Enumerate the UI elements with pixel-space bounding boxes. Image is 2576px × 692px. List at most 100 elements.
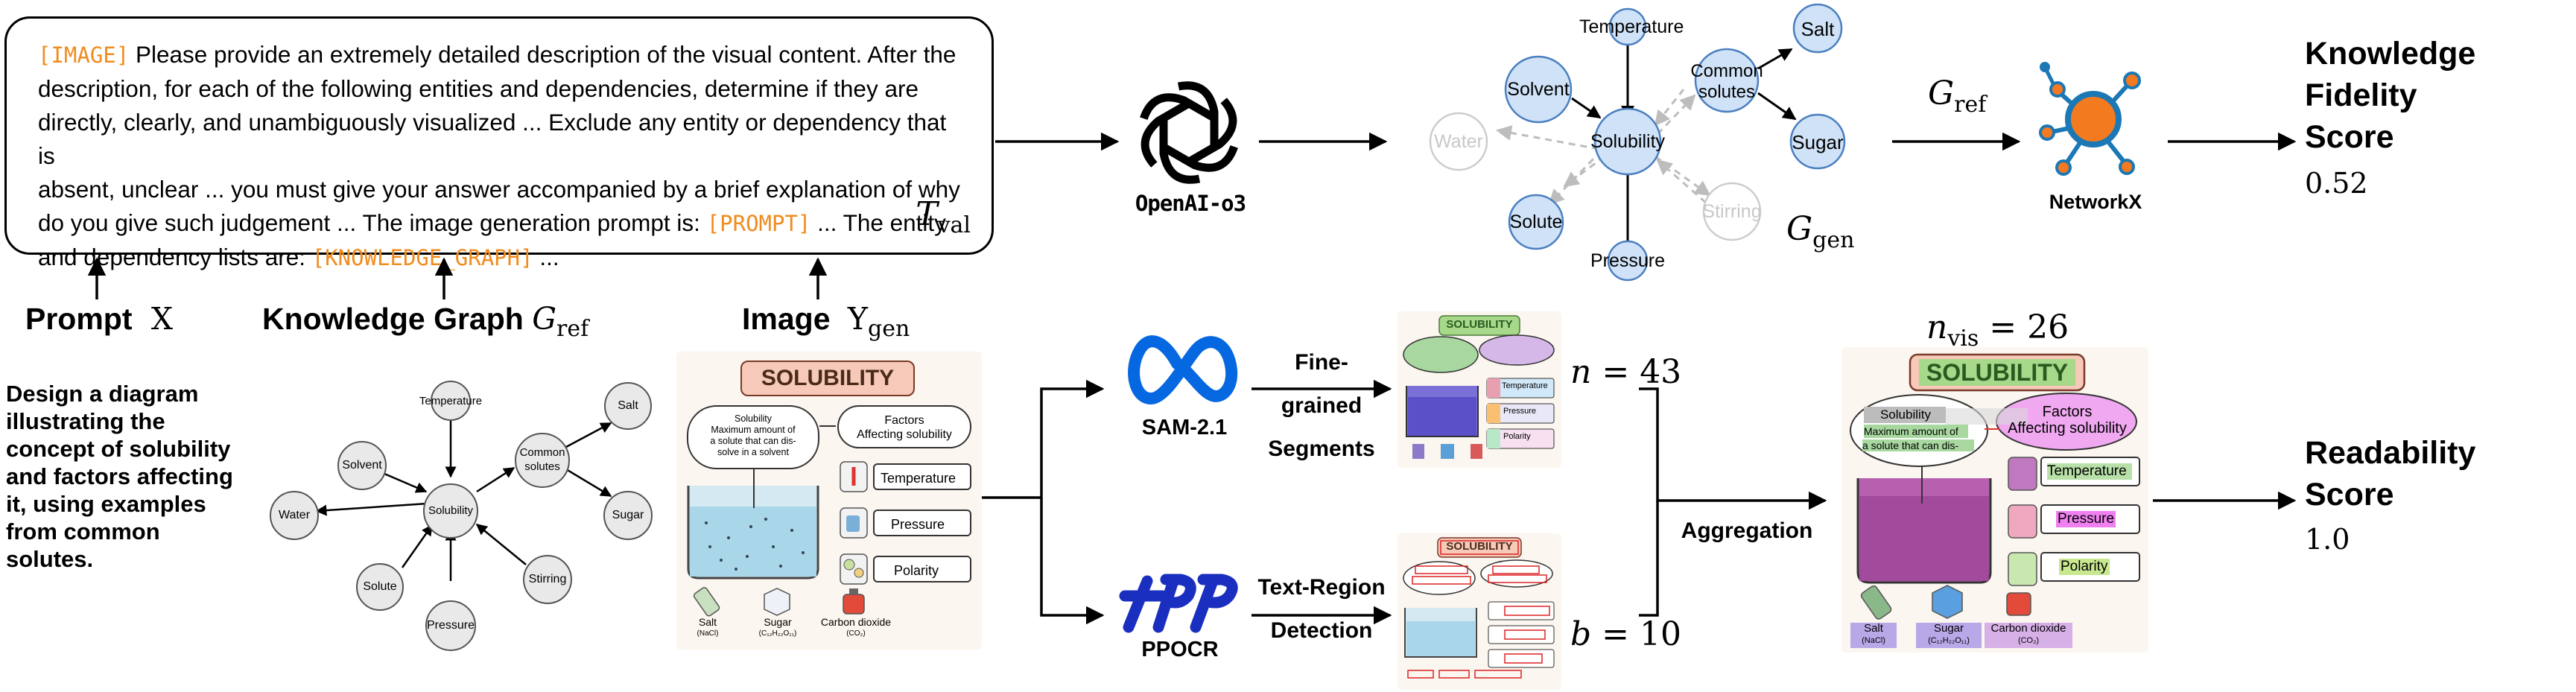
kg-label-text: Knowledge Graph [262,302,524,336]
aggregated-example-formula: (NaCl) [1862,636,1885,645]
prompt-text: ... [533,244,559,270]
prompt-text: ... The entity [810,209,946,236]
prompt-text: and dependency lists are: [38,244,312,270]
gen-solubility-line: Solubility [734,413,773,424]
kg-var-base: G [532,301,556,337]
gen-node-sugar: Sugar [1792,131,1844,153]
aggregated-solubility-line: Maximum amount of [1864,425,1958,437]
aggregated-example-name: Sugar [1933,622,1964,635]
aggregated-title: SOLUBILITY [1926,359,2069,386]
input-kg-nodes [270,381,653,651]
segments-factor-pressure: Pressure [1503,407,1537,416]
ppocr-edge-line: Text-Region [1257,575,1386,600]
aggregated-factor-pressure: Pressure [2058,511,2115,527]
prompt-text: do you give such judgement ... The image… [38,209,707,236]
prompt-line-5: do you give such judgement ... The image… [38,206,965,241]
n-vis-sub: vis [1947,325,1979,352]
prompt-line-2: description, for each of the following e… [38,75,919,102]
kg-node-sugar: Sugar [612,509,644,521]
segments-thumbnail: SOLUBILITY Temperature Pressure Polarity [1398,311,1561,468]
aggregated-factors-line: Factors [2042,404,2093,420]
prompt-description-line: Design a diagram [6,381,199,407]
generated-image: SOLUBILITY Solubility Maximum amount of … [676,352,982,650]
n-vis-value: 26 [2027,308,2069,346]
prompt-description-line: and factors affecting [6,463,233,489]
kg-var-sub: ref [556,316,589,343]
image-label: Image Ygen [742,301,910,342]
gen-node-water-missing: Water [1434,131,1483,152]
gen-example-formula: (C₁₂H₂₂O₁₁) [758,629,797,638]
gen-image-solubility-box: Solubility Maximum amount of a solute th… [687,405,819,469]
aggregated-factors-line: Affecting solubility [2008,420,2127,437]
validation-prompt-box: [IMAGE] Please provide an extremely deta… [4,16,994,270]
n-equals: n = 43 [1570,353,1682,391]
readability-score-value: 1.0 [2305,523,2350,556]
n-var: n [1570,353,1592,391]
g-gen-sub: gen [1812,226,1855,253]
aggregated-example-formula: (CO₂) [2017,636,2040,645]
n-vis-equals: nvis = 26 [1926,308,2069,352]
openai-logo [1140,81,1238,184]
t-val-base: T [916,195,938,234]
prompt-description-line: it, using examples [6,491,206,517]
readability-score-title: Readability Score [2305,432,2475,515]
gen-example-sugar: Sugar(C₁₂H₂₂O₁₁) [748,617,808,639]
aggregated-example-name: Carbon dioxide [1990,622,2066,635]
g-gen-symbol: Ggen [1786,210,1854,253]
prompt-line-3: directly, clearly, and unambiguously vis… [38,109,947,169]
gen-solubility-line: Maximum amount of [711,425,796,435]
ppocr-logo [1119,574,1238,633]
gen-image-factors-box: Factors Affecting solubility [837,405,971,448]
kg-node-solubility: Solubility [428,504,474,517]
n-vis-base: n [1926,308,1948,346]
b-equals: b = 10 [1570,615,1682,653]
g-ref-base: G [1928,74,1955,112]
kg-node-pressure: Pressure [426,619,475,632]
gen-factor-temperature: Temperature [873,463,971,490]
prompt-description-line: concept of solubility [6,436,231,462]
prompt-line-6: and dependency lists are: [KNOWLEDGE_GRA… [38,241,965,275]
kg-node-stirring: Stirring [528,573,567,585]
prompt-label-text: Prompt [25,302,133,336]
aggregated-factor-temperature: Temperature [2047,463,2127,479]
meta-infinity-logo [1128,335,1238,405]
segments-title: SOLUBILITY [1446,318,1513,331]
openai-label: OpenAI-o3 [1135,191,1246,216]
prompt-description-line: solutes. [6,546,94,572]
networkx-logo [2039,62,2141,176]
gen-factors-line: Affecting solubility [857,428,952,441]
kf-title-line: Score [2305,119,2394,155]
gen-solubility-line: solve in a solvent [717,447,789,457]
ppocr-edge-label: Text-Region Detection [1256,566,1387,653]
aggregated-example-salt: Salt(NaCl) [1850,623,1897,647]
prompt-description: Design a diagram illustrating the concep… [6,380,252,573]
kg-label: Knowledge Graph Gref [262,301,589,342]
n-value: 43 [1640,353,1682,391]
t-val-symbol: Tval [916,197,971,242]
text-region-graphics [1403,537,1555,679]
gen-node-common-line: solutes [1698,82,1756,102]
aggregation-label: Aggregation [1681,518,1813,543]
gen-graph-nodes [1429,3,1846,282]
aggregated-solubility-head: Solubility [1879,407,1932,422]
gen-example-co2: Carbon dioxide(CO₂) [815,617,897,639]
gen-node-salt: Salt [1801,18,1835,40]
sam-edge-line: Fine-grained [1281,350,1362,418]
gen-node-common-line: Common [1690,61,1763,81]
kg-node-solute: Solute [363,580,397,593]
knowledge-graph-token: [KNOWLEDGE_GRAPH] [311,245,533,270]
prompt-line-1: [IMAGE] Please provide an extremely deta… [38,38,965,72]
gen-example-formula: (NaCl) [697,629,719,638]
aggregated-solubility-line: a solute that can dis- [1862,439,1959,451]
arrow-text-to-aggregate [1639,501,1659,617]
arrow-segments-to-aggregate [1639,387,1827,510]
segments-graphics [1403,315,1555,459]
aggregated-graphics [1850,353,2140,648]
prompt-description-line: illustrating the [6,408,165,434]
gen-factor-pressure: Pressure [873,510,971,536]
gen-image-title: SOLUBILITY [740,361,915,396]
